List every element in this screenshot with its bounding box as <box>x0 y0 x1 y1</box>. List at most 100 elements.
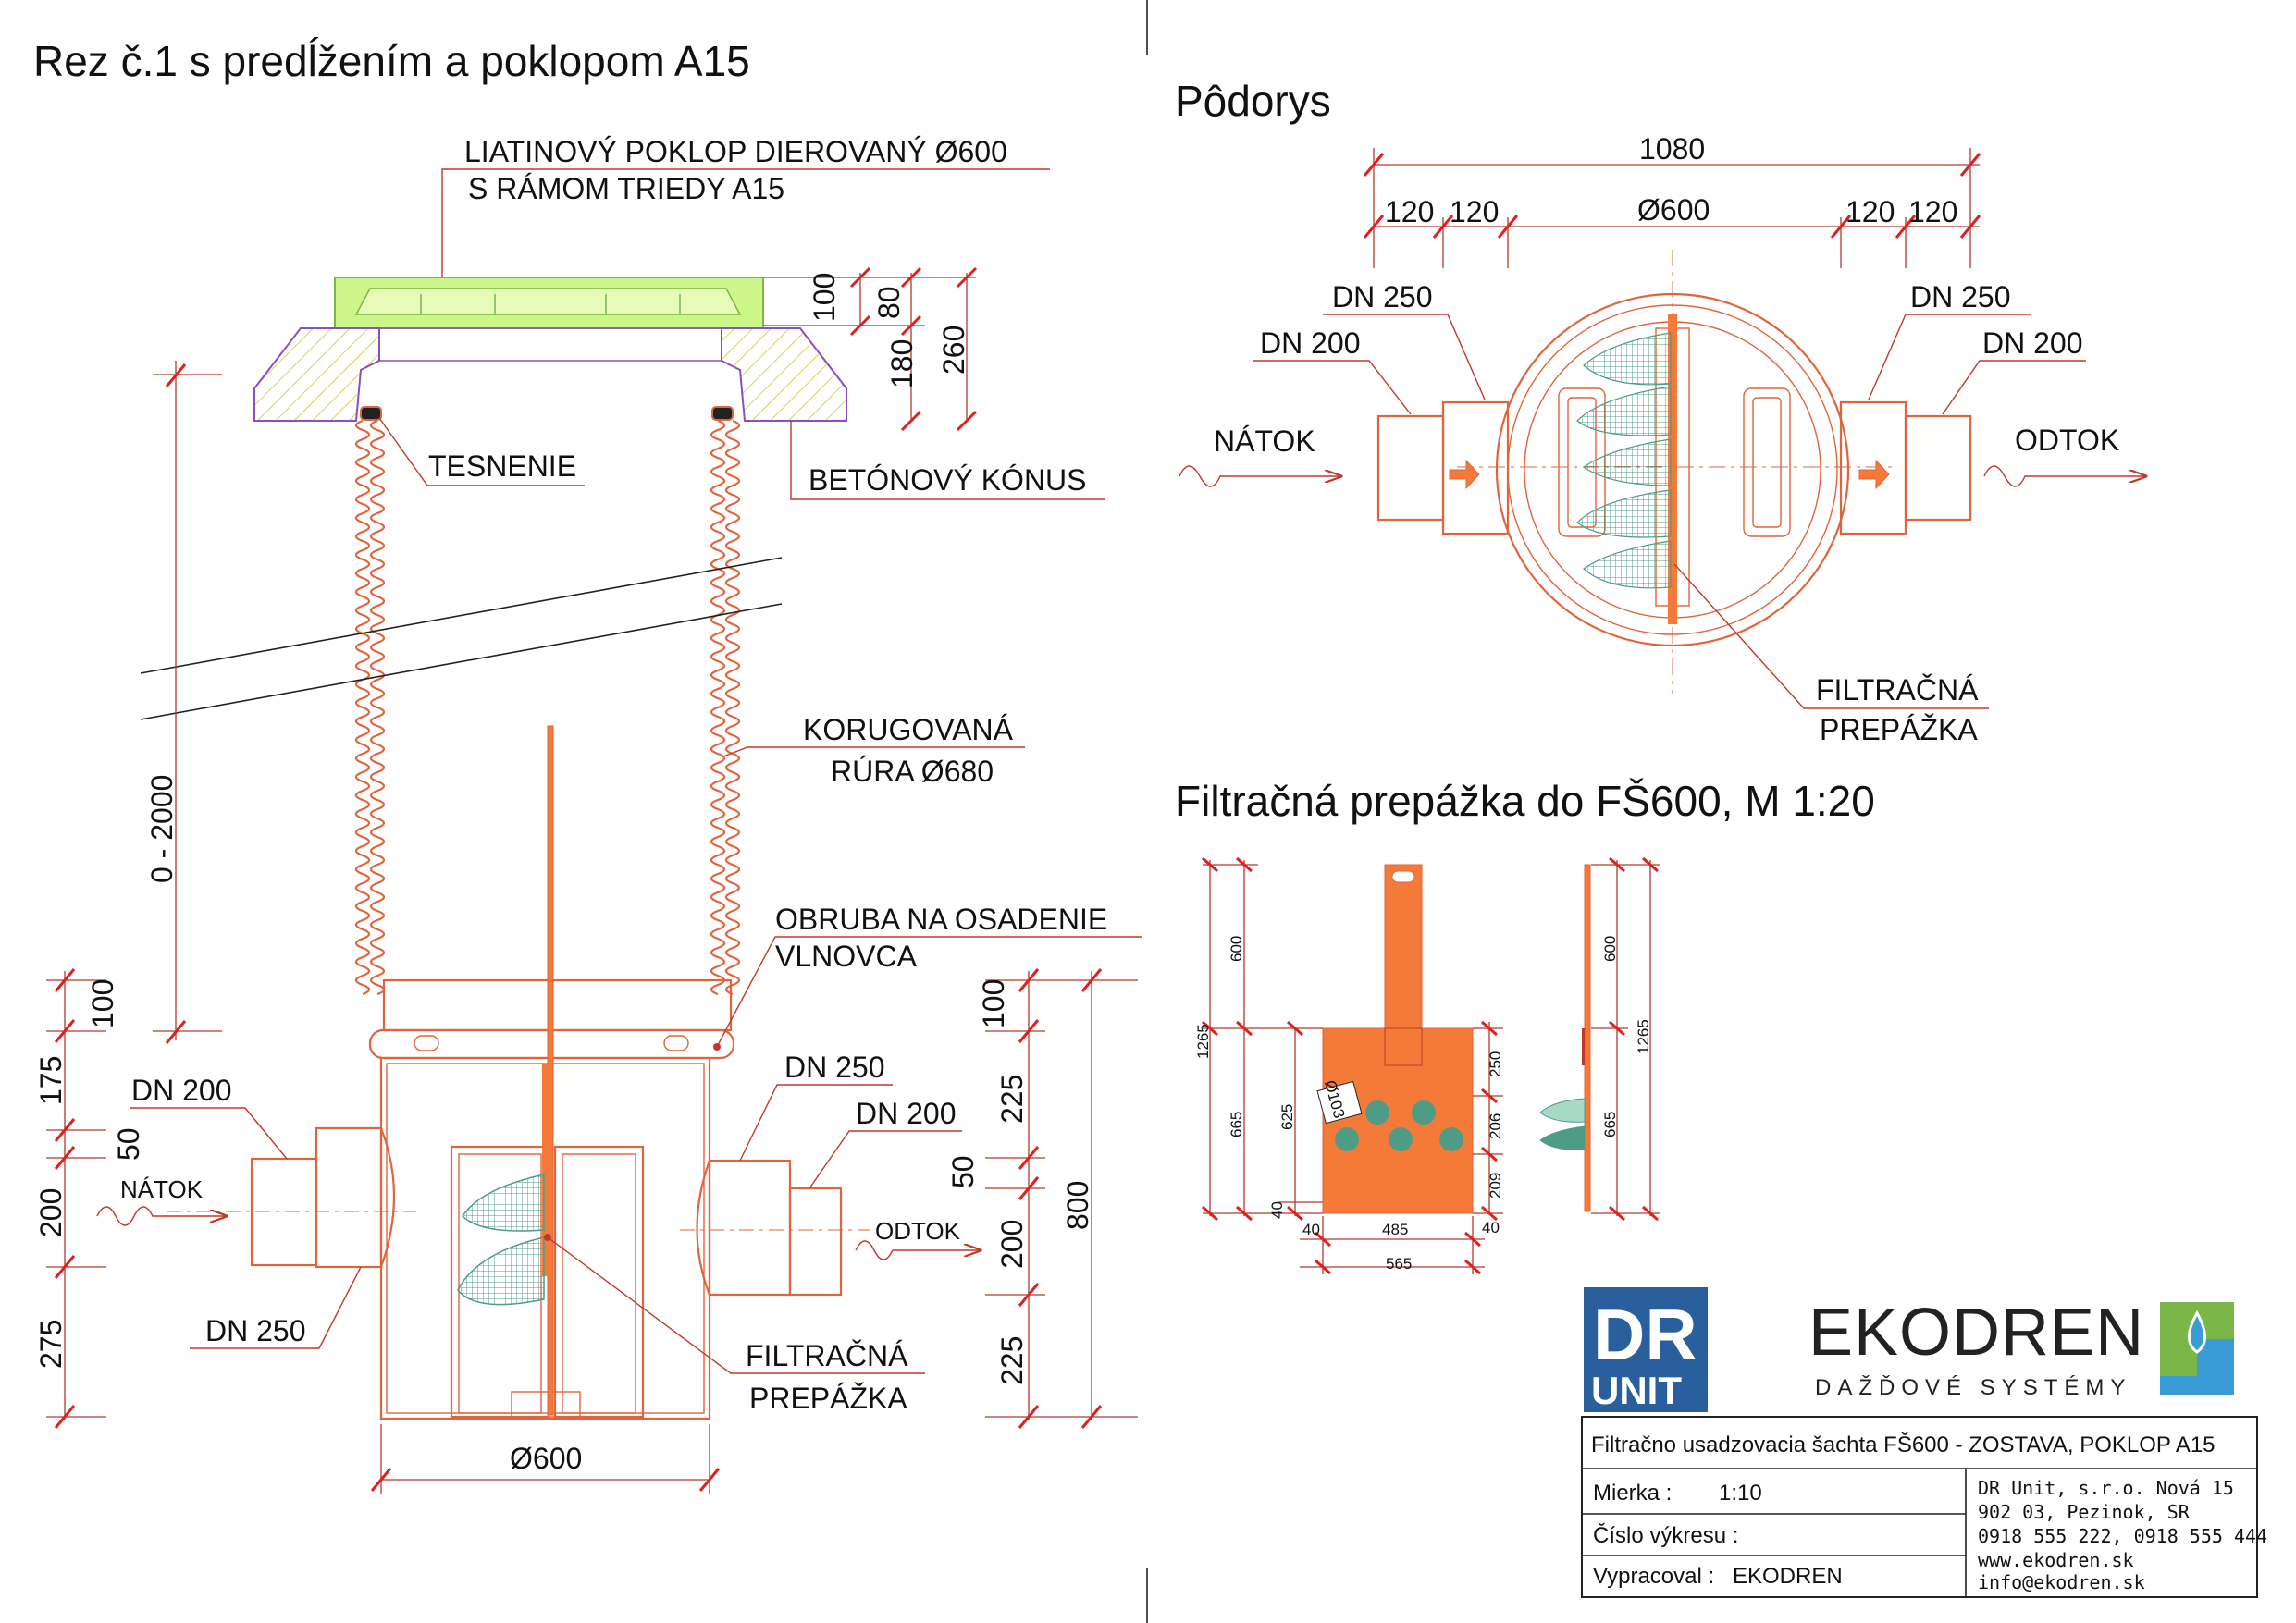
plan-dim-120-b: 120 <box>1450 195 1499 228</box>
filter-detail-title: Filtračná prepážka do FŠ600, M 1:20 <box>1175 777 1875 825</box>
plan-filter-label-1: FILTRAČNÁ <box>1816 673 1979 707</box>
filter-dim-209: 209 <box>1487 1173 1504 1199</box>
plan-inlet-dn250: DN 250 <box>1332 280 1433 314</box>
pipe-label-1: KORUGOVANÁ <box>803 713 1014 746</box>
section-inlet-dn250: DN 250 <box>205 1314 306 1347</box>
dim-left-100: 100 <box>86 979 119 1028</box>
rim-label-1: OBRUBA NA OSADENIE <box>775 903 1107 936</box>
dim-total-260: 260 <box>937 326 970 375</box>
plan-outlet-dn250: DN 250 <box>1910 280 2011 314</box>
section-inlet-pipe <box>167 1126 416 1269</box>
filter-dim-565: 565 <box>1386 1255 1412 1273</box>
seal-right <box>711 406 734 421</box>
dim-right-225-lower: 225 <box>995 1336 1029 1385</box>
section-left-dims <box>46 968 106 1429</box>
company-line-4: www.ekodren.sk <box>1978 1549 2134 1571</box>
author-value: EKODREN <box>1733 1564 1843 1589</box>
dr-unit-logo: DR UNIT <box>1584 1287 1708 1412</box>
dim-left-275: 275 <box>34 1320 68 1369</box>
plan-dims <box>1363 148 1981 268</box>
section-right-dims <box>985 968 1138 1429</box>
corrugated-pipe-right-wall <box>710 419 741 996</box>
section-outlet-dn250: DN 250 <box>784 1051 885 1084</box>
svg-text:EKODREN: EKODREN <box>1808 1296 2144 1370</box>
dim-cover-100: 100 <box>808 273 841 322</box>
svg-text:DR: DR <box>1593 1294 1697 1375</box>
plan-outlet-pipe <box>1839 400 1972 535</box>
dim-right-200: 200 <box>995 1220 1029 1269</box>
dim-cover-80: 80 <box>872 286 906 319</box>
section-outflow-arrow <box>855 1240 981 1260</box>
plan-outlet-dn200: DN 200 <box>1982 326 2083 360</box>
filter-plate-side <box>1539 864 1591 1212</box>
section-outlet-dn200: DN 200 <box>856 1097 957 1130</box>
filter-dim-40-vertical: 40 <box>1268 1201 1286 1219</box>
filter-side-dims <box>1591 856 1660 1222</box>
filter-plate-front <box>1316 864 1474 1214</box>
section-inlet-dn200: DN 200 <box>131 1074 232 1107</box>
plan-outflow-arrow <box>1983 465 2146 487</box>
plan-dim-120-a: 120 <box>1385 195 1434 228</box>
pipe-label-2: RÚRA Ø680 <box>831 755 994 788</box>
section-inflow-label: NÁTOK <box>120 1175 204 1203</box>
plan-filter-label-2: PREPÁŽKA <box>1820 713 1978 746</box>
svg-text:UNIT: UNIT <box>1591 1369 1682 1412</box>
plan-inflow-label: NÁTOK <box>1214 424 1315 458</box>
section-filter-label-1: FILTRAČNÁ <box>746 1339 908 1372</box>
plan-dim-1080: 1080 <box>1639 132 1705 166</box>
break-line-lower <box>140 603 783 720</box>
filter-dim-485: 485 <box>1382 1221 1408 1238</box>
company-line-5: info@ekodren.sk <box>1978 1571 2145 1593</box>
filter-dim-665: 665 <box>1228 1112 1245 1137</box>
plan-filter-plate <box>1576 314 1677 624</box>
dim-extension-0-2000: 0 - 2000 <box>145 775 179 883</box>
dim-left-50: 50 <box>112 1127 145 1161</box>
corrugated-pipe-left-wall <box>354 419 386 996</box>
section-top-dims <box>763 266 978 432</box>
cover-leader <box>441 168 1050 277</box>
filter-dim-206: 206 <box>1487 1113 1504 1139</box>
dim-right-100: 100 <box>977 979 1010 1028</box>
plan-dim-diameter: Ø600 <box>1637 193 1710 227</box>
cone-leader <box>790 421 1105 500</box>
scale-label: Mierka : <box>1593 1481 1672 1506</box>
break-line-upper <box>140 557 783 674</box>
dim-total-800: 800 <box>1061 1181 1094 1230</box>
section-filter-plate <box>457 725 554 1416</box>
filter-dim-40-left: 40 <box>1302 1221 1320 1238</box>
svg-text:DAŽĎOVÉ SYSTÉMY: DAŽĎOVÉ SYSTÉMY <box>1815 1375 2131 1400</box>
seal-leader <box>378 417 585 486</box>
side-dim-600: 600 <box>1601 936 1619 962</box>
dim-right-225: 225 <box>995 1075 1029 1124</box>
cone-label: BETÓNOVÝ KÓNUS <box>809 463 1087 497</box>
plan-inlet-pipe <box>1376 400 1510 535</box>
filter-dim-1265: 1265 <box>1194 1024 1212 1059</box>
section-diameter-dim: Ø600 <box>510 1442 582 1475</box>
dim-cone-180: 180 <box>885 339 919 388</box>
cast-iron-cover <box>334 277 764 329</box>
author-label: Vypracoval : <box>1593 1564 1714 1589</box>
seal-left <box>360 406 382 421</box>
dim-left-200: 200 <box>34 1188 68 1237</box>
title-block <box>1581 1416 2258 1598</box>
plan-title: Pôdorys <box>1175 77 1331 125</box>
section-filter-label-2: PREPÁŽKA <box>749 1382 907 1415</box>
dim-left-175: 175 <box>34 1056 68 1105</box>
filter-dim-625: 625 <box>1278 1104 1296 1130</box>
company-line-2: 902 03, Pezinok, SR <box>1978 1501 2191 1523</box>
plan-outflow-label: ODTOK <box>2015 424 2119 457</box>
pipe-leader <box>722 746 1025 757</box>
plan-inlet-dn200: DN 200 <box>1260 326 1361 360</box>
drawing-number-label: Číslo výkresu : <box>1593 1522 1738 1548</box>
rim-leader <box>716 936 1142 1048</box>
company-line-1: DR Unit, s.r.o. Nová 15 <box>1978 1477 2234 1499</box>
section-outflow-label: ODTOK <box>875 1217 961 1245</box>
filter-detail-dims <box>1202 856 1503 1275</box>
company-line-3: 0918 555 222, 0918 555 444 <box>1978 1525 2267 1547</box>
section-filter-leader <box>547 1236 925 1374</box>
section-outlet-pipe <box>680 1159 870 1297</box>
plan-dim-120-c: 120 <box>1845 195 1895 228</box>
concrete-cone <box>253 327 847 422</box>
seal-label: TESNENIE <box>428 449 576 483</box>
